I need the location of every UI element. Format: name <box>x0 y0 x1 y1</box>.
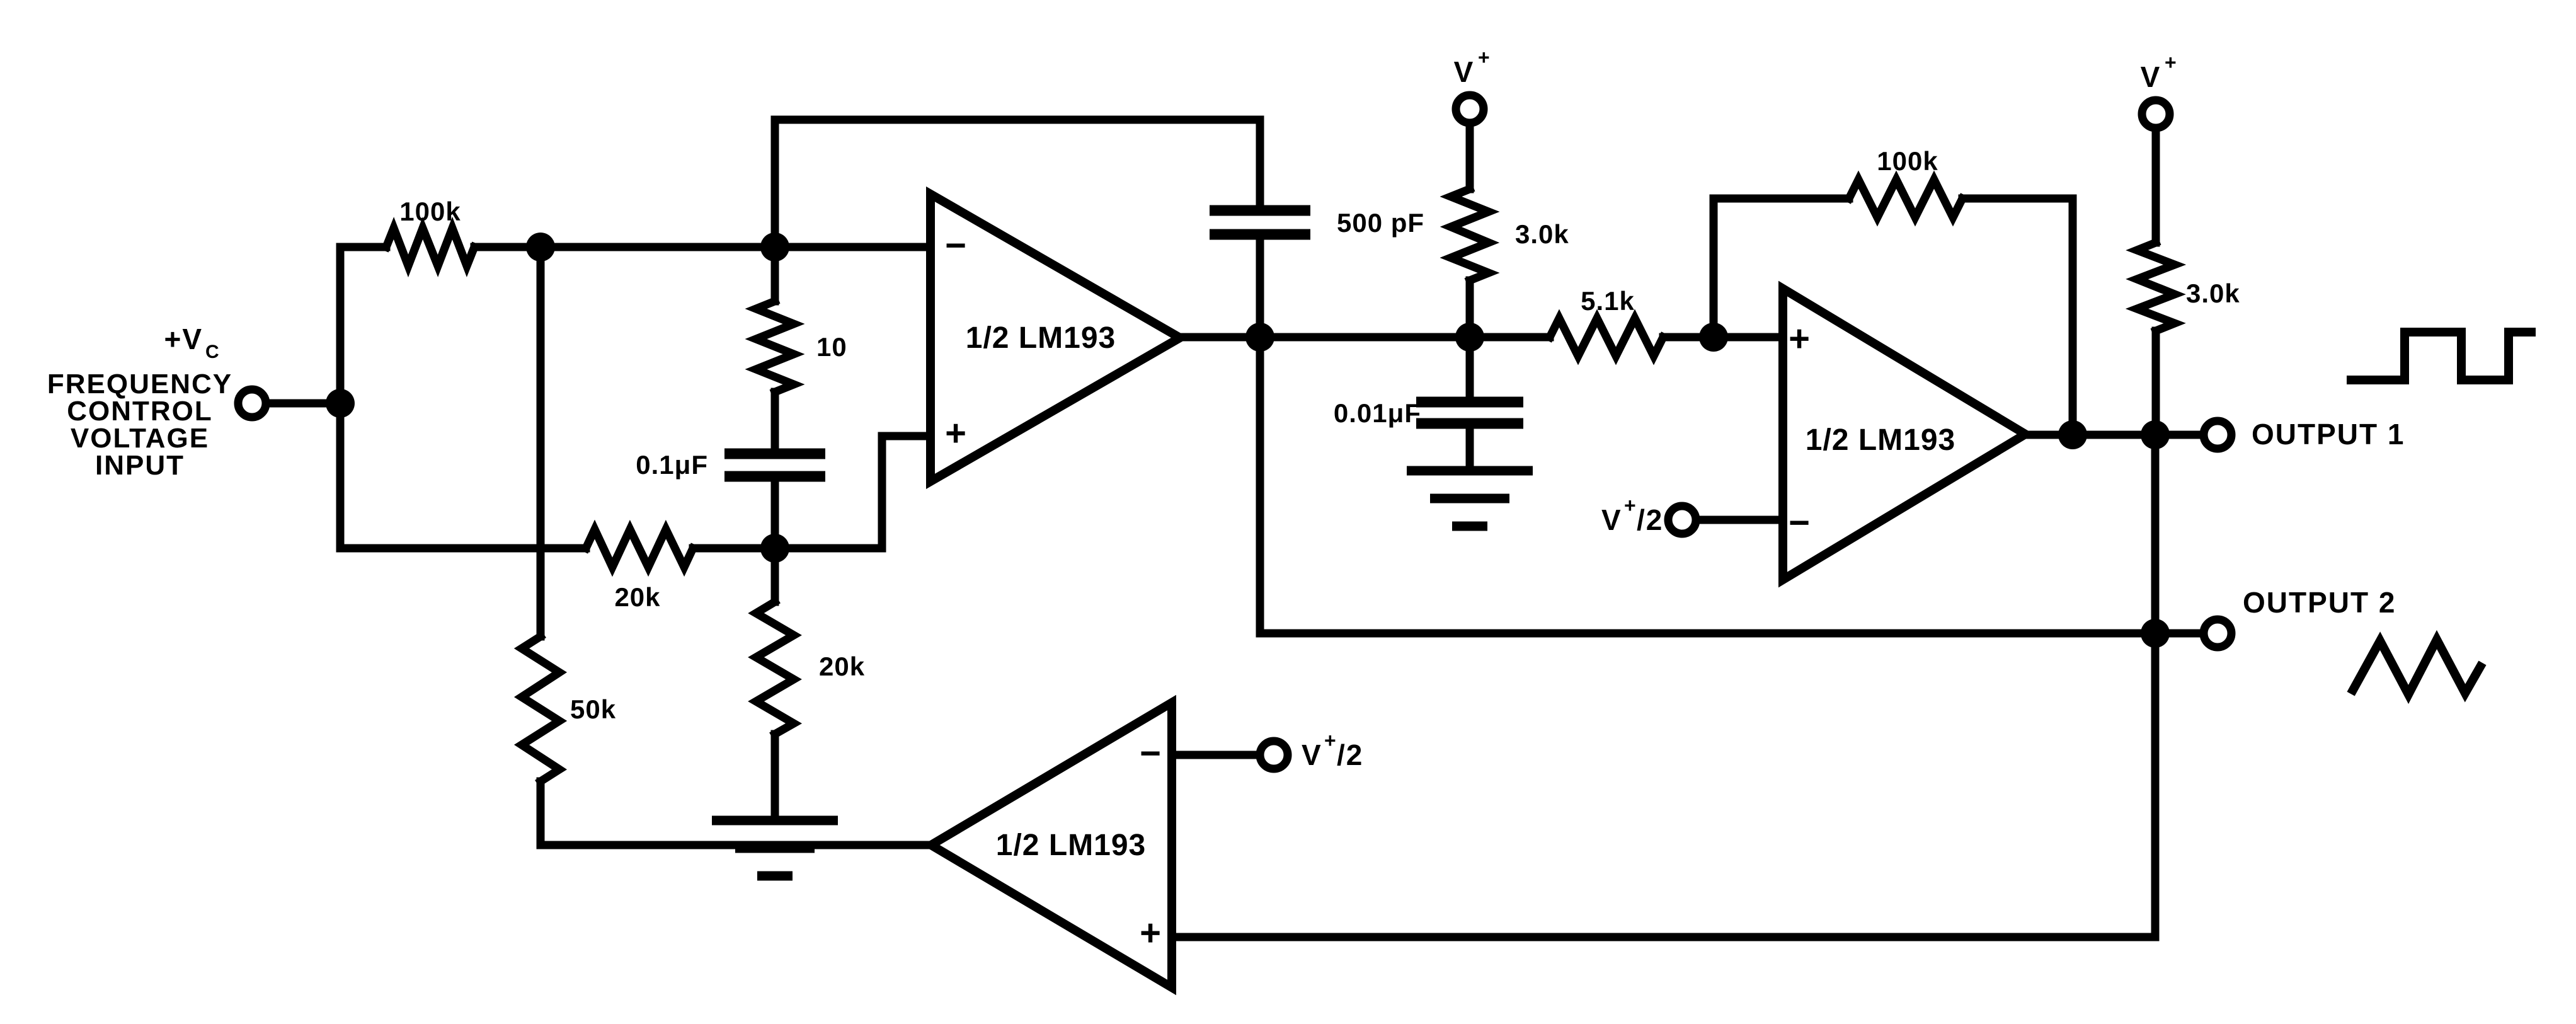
vplus-left-sup: + <box>1478 46 1490 69</box>
wire-right-column-to-op3-plus <box>1167 430 2160 941</box>
wire-top-feedback <box>770 115 1264 251</box>
wire-fb100k-right <box>1958 194 2077 439</box>
input-desc-line1: FREQUENCY <box>47 369 232 400</box>
vhalf-op2-rest: /2 <box>1637 503 1663 536</box>
label-resistor-20k-h: 20k <box>614 582 660 612</box>
resistor-3k-left-zigzag <box>1440 183 1500 286</box>
opamp1-plus-sign: + <box>945 413 966 454</box>
label-resistor-3k-left: 3.0k <box>1515 219 1569 249</box>
terminal-vplus-left <box>1451 91 1488 127</box>
terminal-output1 <box>2199 417 2236 453</box>
vplus-left-label: V <box>1454 55 1475 88</box>
node-fb-output <box>2058 420 2087 449</box>
resistor-100k-feedback-zigzag <box>1843 170 1968 227</box>
node-op2-plus <box>1699 323 1728 352</box>
triangle-wave-icon <box>2347 630 2487 705</box>
opamp3-triangle <box>922 694 1176 996</box>
opamps <box>922 186 2034 996</box>
label-resistor-5k1: 5.1k <box>1581 286 1635 316</box>
opamp2-minus-sign: − <box>1789 502 1810 543</box>
opamp2-label: 1/2 LM193 <box>1806 423 1955 457</box>
waveforms <box>2347 328 2536 705</box>
label-resistor-20k-v: 20k <box>819 652 865 681</box>
vhalf-op2-label: V <box>1601 503 1622 536</box>
grounds <box>712 466 1533 881</box>
node-op1-output <box>1245 323 1274 352</box>
node-minus-input <box>760 233 789 262</box>
label-resistor-100k-input: 100k <box>399 197 461 226</box>
wire-vc-column <box>336 243 590 553</box>
resistors <box>381 170 2187 787</box>
resistor-10-zigzag <box>745 296 805 398</box>
capacitor-01uf-plates <box>724 448 825 482</box>
terminal-vhalf-op2 <box>1664 502 1700 538</box>
labels: +V C FREQUENCY CONTROL VOLTAGE INPUT 100… <box>47 46 2405 953</box>
input-desc-line2: CONTROL <box>67 396 213 427</box>
opamp1-label: 1/2 LM193 <box>966 321 1116 355</box>
vplus-right-label: V <box>2141 60 2161 93</box>
node-20k-cap <box>760 534 789 563</box>
capacitors <box>724 205 1523 482</box>
label-resistor-10: 10 <box>816 332 847 362</box>
wire-output2-feed <box>1256 333 2160 638</box>
opamp3-label: 1/2 LM193 <box>996 829 1146 862</box>
label-resistor-3k-right: 3.0k <box>2186 279 2240 308</box>
opamp3-plus-sign: + <box>1140 912 1161 953</box>
wire-fb100k-left <box>1709 194 1853 342</box>
resistor-20k-vertical-zigzag <box>748 596 803 740</box>
output2-label: OUTPUT 2 <box>2243 586 2396 619</box>
resistor-3k-right-zigzag <box>2125 237 2187 337</box>
terminals <box>234 91 2236 773</box>
ground-20k-icon <box>712 815 838 881</box>
label-capacitor-500pf: 500 pF <box>1337 208 1424 238</box>
node-input <box>326 389 355 418</box>
opamp2-plus-sign: + <box>1789 318 1810 359</box>
input-symbol-subscript: C <box>205 342 219 362</box>
label-resistor-50k: 50k <box>570 694 616 724</box>
terminal-vplus-right <box>2138 96 2174 132</box>
input-desc-line3: VOLTAGE <box>71 423 209 454</box>
node-100k-50k <box>526 233 555 262</box>
wire-50k-to-op3-output <box>536 777 936 849</box>
resistor-50k-zigzag <box>513 631 568 787</box>
opamp3-minus-sign: − <box>1140 733 1161 774</box>
output1-label: OUTPUT 1 <box>2252 418 2405 451</box>
opamp1-triangle <box>926 186 1189 490</box>
input-symbol: +V <box>164 323 203 355</box>
terminal-vc-input <box>234 385 270 422</box>
vhalf-op2-sup: + <box>1624 494 1636 517</box>
resistor-100k-input-zigzag <box>381 216 480 278</box>
label-capacitor-001uf: 0.01μF <box>1334 398 1421 428</box>
capacitor-001uf-plates <box>1416 396 1523 429</box>
label-resistor-100k-feedback: 100k <box>1877 146 1938 176</box>
vhalf-op3-label: V <box>1302 739 1322 771</box>
terminal-vhalf-op3 <box>1256 737 1292 773</box>
opamp1-minus-sign: − <box>945 225 966 266</box>
node-3k-001uf <box>1455 323 1484 352</box>
node-output2 <box>2141 619 2170 648</box>
node-output1 <box>2141 420 2170 449</box>
opamp2-triangle <box>1778 280 2034 588</box>
terminal-output2 <box>2199 615 2236 652</box>
vplus-right-sup: + <box>2165 51 2177 74</box>
vhalf-op3-rest: /2 <box>1337 739 1363 771</box>
wires <box>263 115 2208 941</box>
capacitor-500pf-plates <box>1210 205 1310 240</box>
vhalf-op3-sup: + <box>1324 729 1336 752</box>
resistor-5k1-zigzag <box>1544 309 1669 365</box>
label-capacitor-01uf: 0.1μF <box>636 450 708 480</box>
ground-001uf-icon <box>1407 466 1533 531</box>
junction-dots <box>326 233 2170 648</box>
input-desc-line4: INPUT <box>95 450 185 481</box>
square-wave-icon <box>2347 328 2536 384</box>
resistor-20k-horizontal-zigzag <box>580 519 699 577</box>
